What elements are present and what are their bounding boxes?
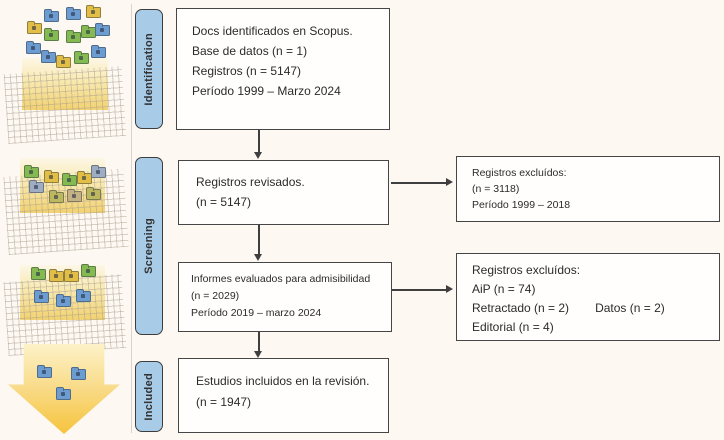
folder-icon	[44, 9, 59, 22]
folder-icon	[81, 25, 96, 38]
folder-icon	[64, 269, 79, 282]
box-line: Estudios incluidos en la revisión.	[196, 374, 370, 388]
folder-icon	[49, 269, 64, 282]
folder-icon	[24, 165, 39, 178]
folder-icon	[67, 189, 82, 202]
box-line: Período 1999 – 2018	[472, 199, 571, 211]
box-line: AiP (n = 74)	[472, 282, 536, 296]
box-line: (n = 5147)	[196, 195, 252, 209]
box-records-excluded-reasons: Registros excluídos: AiP (n = 74) Retrac…	[456, 253, 720, 341]
folder-icon	[31, 267, 46, 280]
box-records-screened: Registros revisados. (n = 5147)	[178, 160, 389, 225]
folder-icon	[62, 173, 77, 186]
folder-icon	[66, 30, 81, 43]
folder-icon	[91, 165, 106, 178]
box-line: Editorial (n = 4)	[472, 320, 554, 334]
box-line: Registros revisados.	[196, 175, 305, 189]
box-line: Retractado (n = 2)	[472, 301, 570, 315]
mesh-grid	[3, 273, 127, 357]
box-line: (n = 3118)	[472, 183, 520, 195]
folder-icon	[77, 171, 92, 184]
stage-label-text: Screening	[143, 218, 155, 274]
folder-icon	[95, 23, 110, 36]
folder-icon	[86, 5, 101, 18]
box-line: Registros excluídos:	[472, 263, 581, 277]
folder-icon	[37, 365, 52, 378]
box-reports-assessed: Informes evaluados para admisibilidad (n…	[178, 262, 392, 332]
stage-label-text: Included	[143, 372, 155, 421]
box-line: Registros (n = 5147)	[192, 64, 302, 78]
box-line: Informes evaluados para admisibilidad	[191, 273, 371, 285]
folder-icon	[49, 190, 64, 203]
folder-icon	[34, 290, 49, 303]
box-line: Datos (n = 2)	[595, 301, 665, 315]
box-line: Período 2019 – marzo 2024	[191, 307, 322, 319]
box-line: Base de datos (n = 1)	[192, 44, 308, 58]
folder-icon	[91, 45, 106, 58]
box-line: Período 1999 – Marzo 2024	[192, 84, 341, 98]
folder-icon	[29, 180, 44, 193]
folder-icon	[56, 387, 71, 400]
mesh-grid	[3, 65, 127, 145]
folder-icon	[76, 289, 91, 302]
stage-label-included: Included	[135, 361, 163, 432]
box-line: Registros excluídos:	[472, 167, 567, 179]
box-records-identified: Docs identificados en Scopus. Base de da…	[176, 8, 390, 130]
folder-icon	[44, 28, 59, 41]
stage-label-identification: Identification	[135, 9, 163, 129]
box-line: Docs identificados en Scopus.	[192, 24, 353, 38]
folder-icon	[56, 294, 71, 307]
folder-icon	[71, 367, 86, 380]
box-studies-included: Estudios incluidos en la revisión. (n = …	[178, 358, 389, 433]
folder-icon	[41, 50, 56, 63]
folder-icon	[44, 170, 59, 183]
box-line-row: Retractado (n = 2) Datos (n = 2)	[472, 299, 704, 318]
box-line: (n = 2029)	[191, 290, 240, 302]
divider-line	[131, 4, 132, 433]
folder-icon	[74, 51, 89, 64]
box-line: (n = 1947)	[196, 395, 252, 409]
folder-icon	[27, 21, 42, 34]
stage-label-screening: Screening	[135, 157, 163, 335]
folder-icon	[86, 187, 101, 200]
folder-icon	[81, 264, 96, 277]
folder-icon	[56, 55, 71, 68]
folder-icon	[26, 41, 41, 54]
box-records-excluded-period: Registros excluídos: (n = 3118) Período …	[456, 156, 720, 222]
folder-icon	[66, 7, 81, 20]
stage-label-text: Identification	[143, 32, 155, 106]
